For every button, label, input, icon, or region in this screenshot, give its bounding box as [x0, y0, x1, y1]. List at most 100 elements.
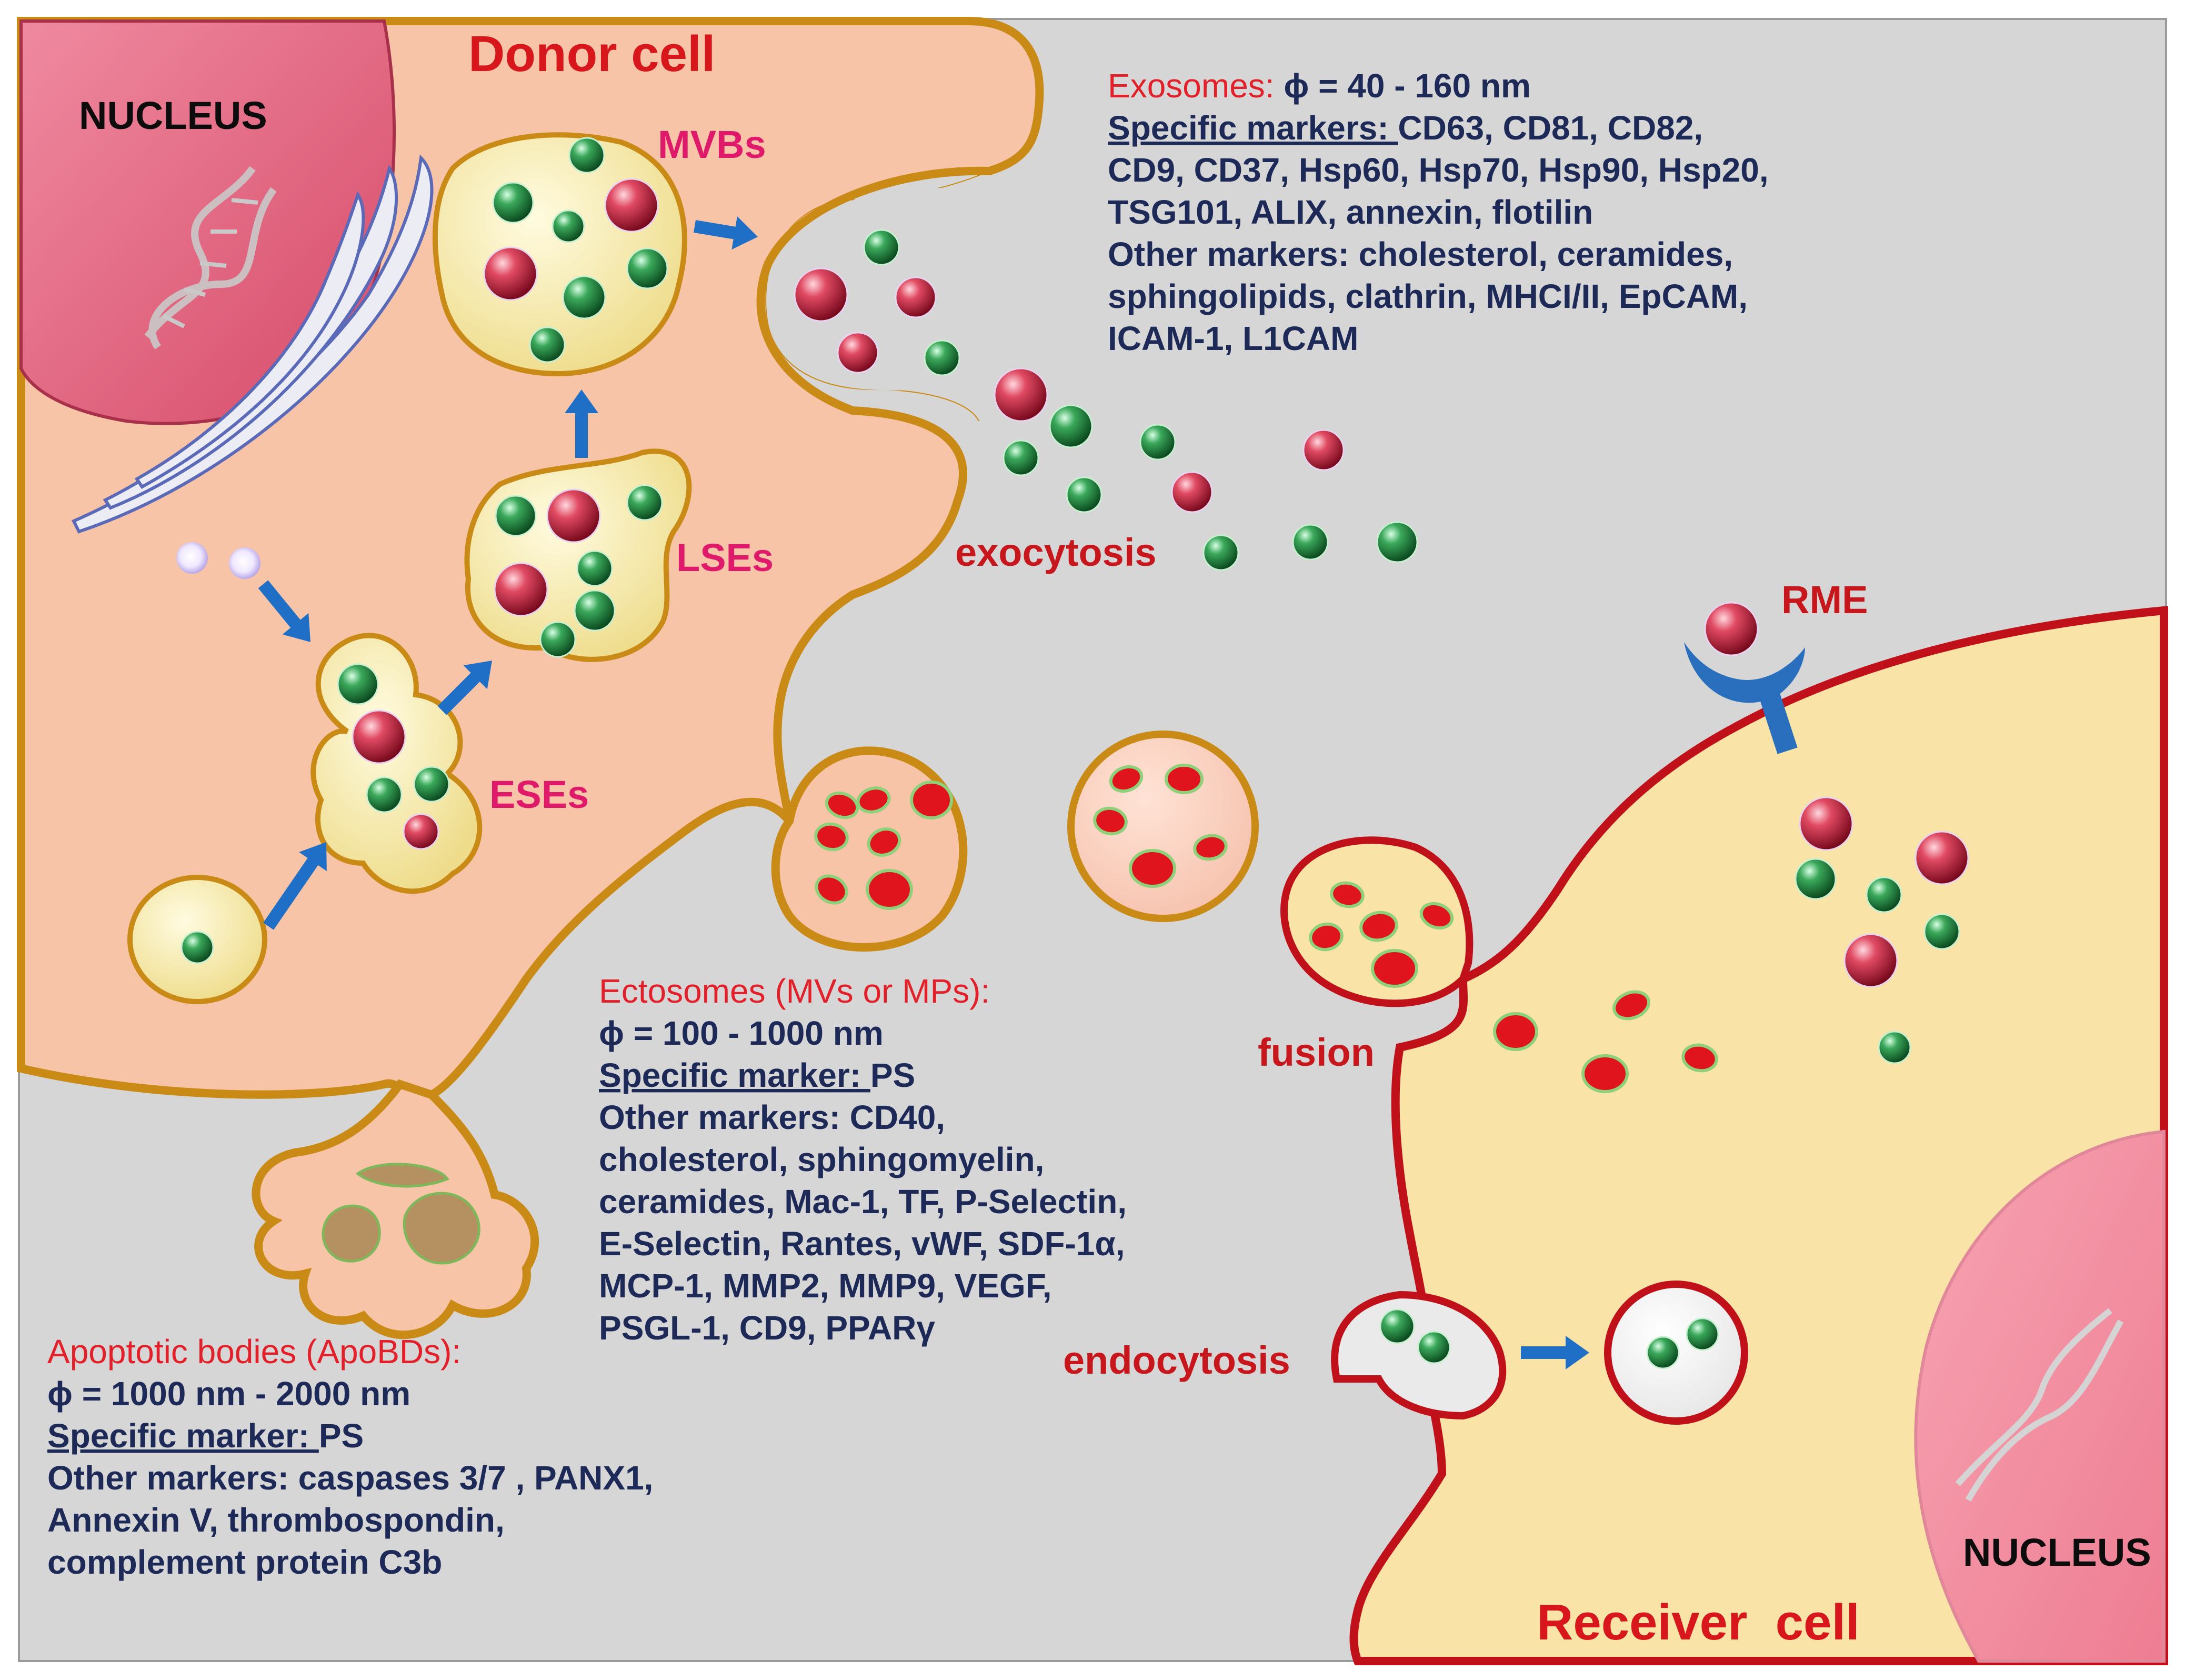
red-exosome [1171, 471, 1213, 513]
red-exosome [1704, 602, 1759, 656]
green-exosome [1003, 439, 1039, 476]
ectosome-cargo-blob [1581, 1054, 1629, 1093]
red-exosome [403, 813, 439, 850]
ectosome-cargo-blob [1493, 1012, 1538, 1051]
svg-text:sphingolipids, clathrin, MHCI/: sphingolipids, clathrin, MHCI/II, EpCAM, [1108, 277, 1748, 315]
svg-text:ICAM-1, L1CAM: ICAM-1, L1CAM [1108, 319, 1358, 357]
green-exosome [1866, 876, 1902, 913]
ectosome-cargo-blob [1165, 764, 1204, 794]
ectosome-cargo-blob [1093, 806, 1128, 836]
red-exosome [546, 488, 601, 543]
svg-text:Other markers: cholesterol, ce: Other markers: cholesterol, ceramides, [1108, 235, 1733, 273]
ectosome-cargo-blob [1109, 765, 1144, 793]
green-exosome [366, 776, 403, 813]
red-exosome [1799, 796, 1853, 851]
ectosome-cargo-blob [815, 874, 848, 905]
red-exosome [837, 332, 879, 374]
svg-text:ceramides, Mac-1, TF, P-Select: ceramides, Mac-1, TF, P-Selectin, [599, 1183, 1127, 1221]
donor-cell-label: Donor cell [468, 26, 715, 82]
svg-text:Other markers: CD40,: Other markers: CD40, [599, 1098, 945, 1136]
ectosome-cargo-blob [825, 791, 859, 819]
lse-vesicle [464, 448, 692, 662]
green-exosome [1049, 404, 1093, 448]
svg-text:complement protein C3b: complement protein C3b [47, 1543, 442, 1581]
green-exosome [337, 663, 379, 705]
exosomes-info: Exosomes: ϕ = 40 - 160 nm Specific marke… [1108, 67, 1769, 357]
red-exosome [1843, 933, 1898, 988]
red-exosome [352, 709, 406, 764]
ectosome-cargo-blob [1330, 881, 1365, 908]
green-exosome [568, 137, 605, 174]
endocytosis-pocket [1331, 1291, 1507, 1420]
green-exosome [181, 931, 214, 964]
green-exosome [413, 766, 450, 803]
svg-text:ϕ = 1000 nm - 2000 nm: ϕ = 1000 nm - 2000 nm [47, 1375, 410, 1413]
exosome-cavity [773, 187, 1005, 391]
golgi-apparatus [71, 154, 434, 534]
green-exosome [495, 495, 537, 537]
svg-text:ϕ = 100 - 1000 nm: ϕ = 100 - 1000 nm [599, 1014, 884, 1052]
red-exosome [1915, 831, 1969, 885]
green-exosome [924, 339, 960, 376]
flow-arrow [694, 216, 758, 250]
apoptotic-fragment [355, 1163, 449, 1188]
svg-text:Apoptotic bodies (ApoBDs):: Apoptotic bodies (ApoBDs): [47, 1333, 461, 1371]
svg-text:cholesterol, sphingomyelin,: cholesterol, sphingomyelin, [599, 1141, 1044, 1178]
flow-arrow [1521, 1336, 1589, 1369]
dna-helix-icon [144, 166, 277, 349]
green-exosome [1292, 524, 1329, 561]
ectosome-cargo-blob [910, 781, 953, 819]
rme-receptor [1684, 642, 1805, 754]
svg-text:Specific marker: PS: Specific marker: PS [47, 1417, 364, 1455]
green-exosome [863, 229, 900, 266]
green-exosome [1795, 858, 1837, 900]
ectosomes-info: Ectosomes (MVs or MPs): ϕ = 100 - 1000 n… [599, 972, 1127, 1347]
flow-arrow [565, 389, 598, 458]
rme-label: RME [1781, 578, 1868, 622]
red-exosome [794, 267, 848, 322]
endocytosis-label: endocytosis [1063, 1338, 1290, 1382]
apoptotic-info: Apoptotic bodies (ApoBDs): ϕ = 1000 nm -… [47, 1333, 653, 1581]
dna-helix-icon [1955, 1308, 2124, 1502]
svg-text:Ectosomes (MVs or MPs):: Ectosomes (MVs or MPs): [599, 972, 990, 1010]
green-exosome [626, 247, 668, 289]
svg-text:MCP-1, MMP2, MMP9, VEGF,: MCP-1, MMP2, MMP9, VEGF, [599, 1267, 1052, 1305]
green-exosome [1202, 534, 1239, 571]
red-exosome [994, 367, 1048, 422]
receiver-cell-label: Receiver cell [1537, 1594, 1860, 1651]
svg-text:Annexin V, thrombospondin,: Annexin V, thrombospondin, [47, 1501, 505, 1539]
apoptotic-fragment [403, 1192, 480, 1265]
flow-arrow [258, 580, 310, 642]
flow-arrow [437, 661, 492, 715]
donor-nucleus-label: NUCLEUS [79, 94, 267, 137]
lses-label: LSEs [676, 536, 774, 579]
green-exosome [1066, 476, 1102, 513]
green-exosome [1686, 1317, 1719, 1351]
exocytosis-label: exocytosis [955, 531, 1157, 574]
green-exosome [529, 326, 566, 363]
green-exosome [1376, 521, 1418, 563]
green-exosome [1646, 1336, 1680, 1369]
red-exosome [895, 276, 937, 318]
vesicle-small [176, 542, 208, 574]
green-exosome [574, 589, 616, 632]
vesicle-small [229, 547, 260, 579]
eses-label: ESEs [489, 773, 589, 816]
green-exosome [492, 182, 534, 224]
ectosome-cargo-blob [1193, 834, 1228, 861]
ectosome-cargo-blob [866, 869, 913, 910]
green-exosome [626, 484, 663, 521]
svg-text:PSGL-1, CD9, PPARγ: PSGL-1, CD9, PPARγ [599, 1309, 935, 1347]
flow-arrow [263, 842, 327, 930]
ectosome-cargo-blob [1371, 949, 1418, 988]
green-exosome [1417, 1331, 1451, 1364]
ectosome-cargo-blob [1419, 902, 1454, 930]
ectosome-cargo-blob [1359, 911, 1398, 942]
ectosome-cargo-blob [1612, 990, 1650, 1021]
arrows [258, 216, 1589, 1369]
ectosome-cargo-blob [1129, 849, 1176, 888]
red-exosome [604, 178, 659, 233]
exosome-spheres [181, 137, 1969, 1369]
ectosome-cargo [814, 764, 1718, 1093]
green-exosome [1923, 913, 1960, 950]
